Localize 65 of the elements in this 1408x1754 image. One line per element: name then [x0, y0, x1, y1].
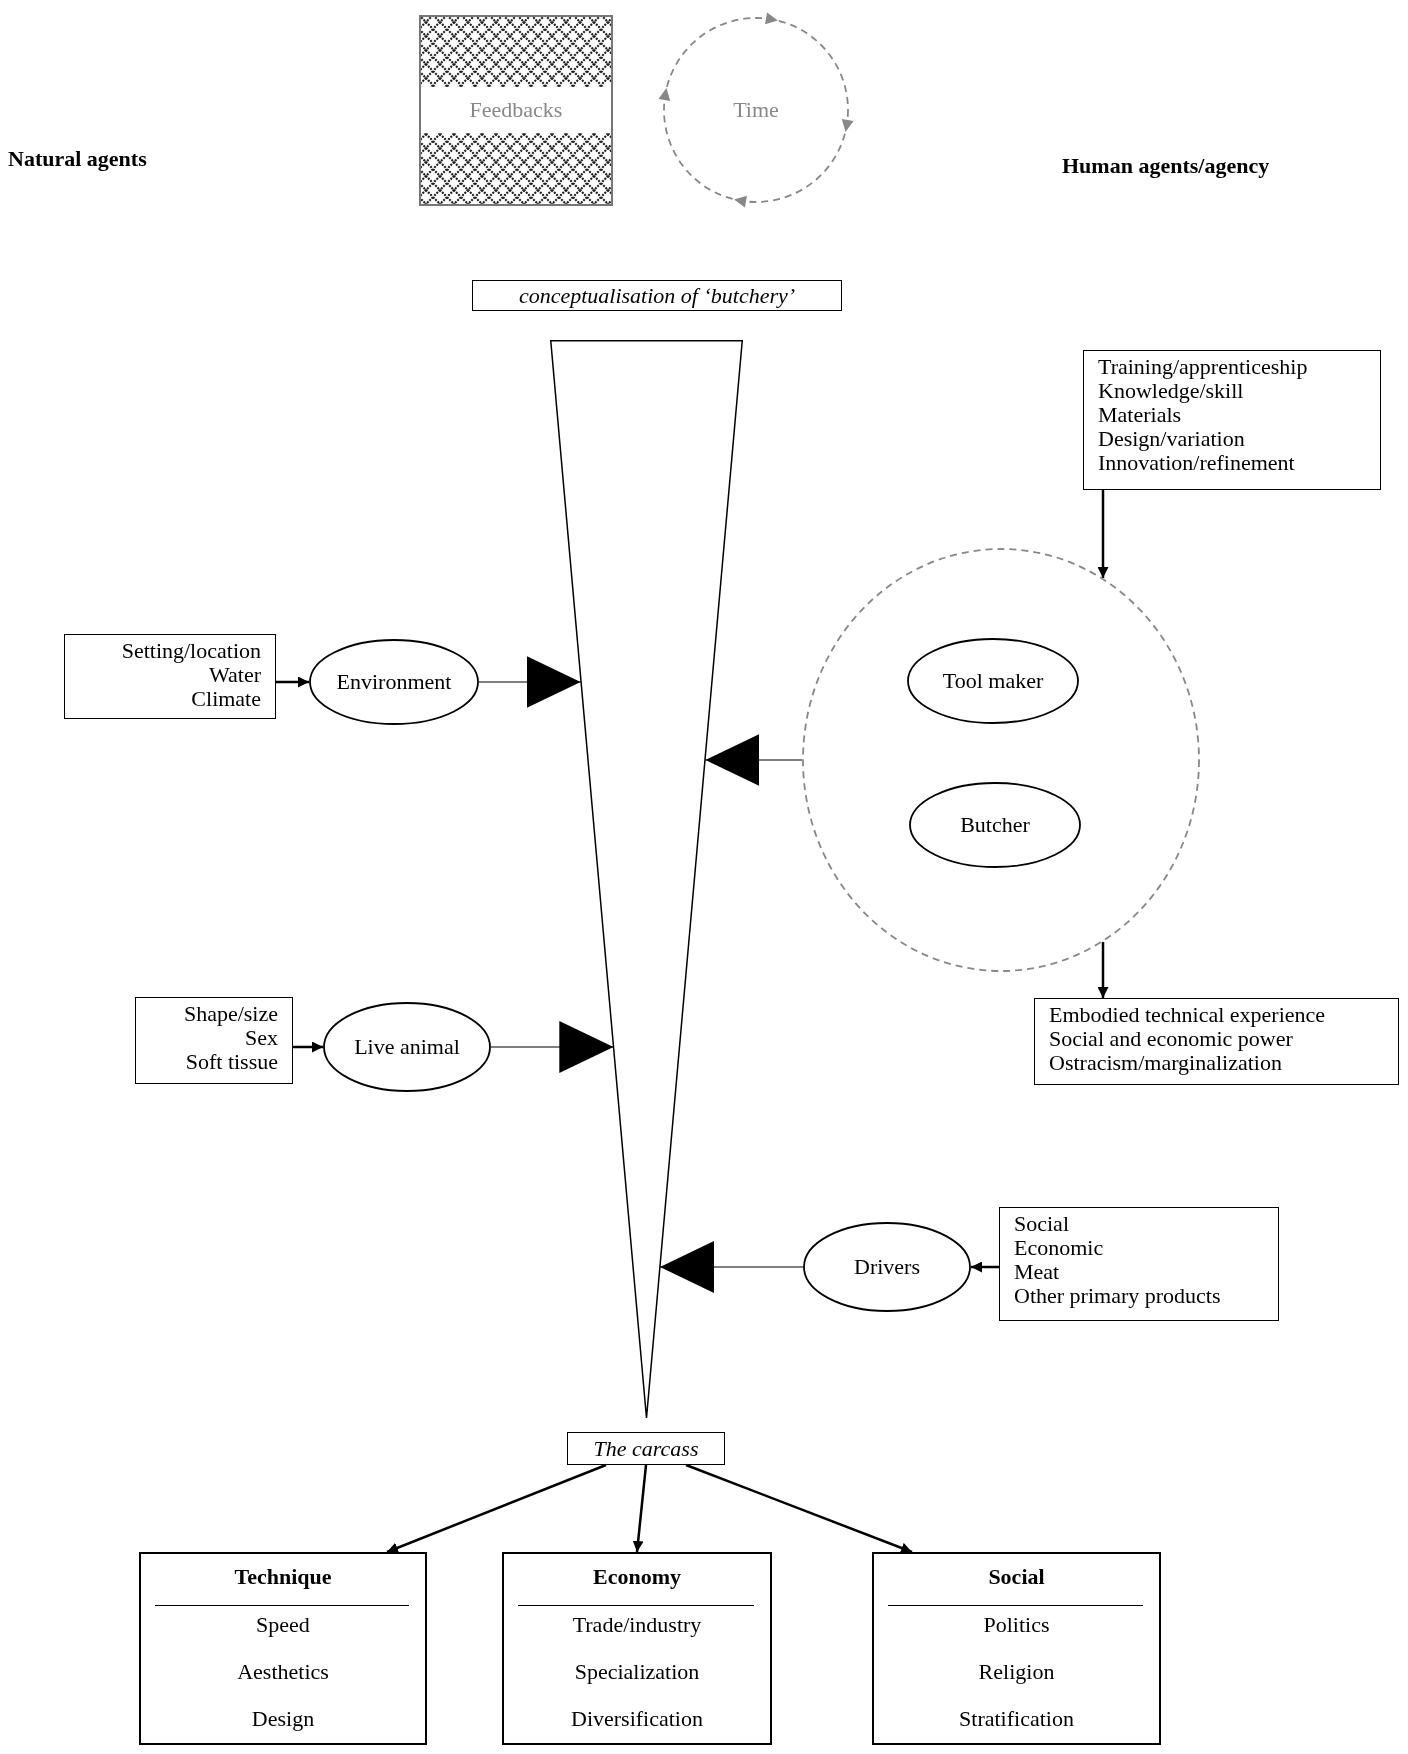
- list-item: Ostracism/marginalization: [1049, 1051, 1282, 1075]
- arrow: [632, 1464, 648, 1553]
- list-item: Economic: [1014, 1236, 1105, 1260]
- list-item: Specialization: [573, 1658, 701, 1686]
- arrow: [704, 734, 803, 786]
- list-item: Trade/industry: [571, 1611, 703, 1639]
- arrow: [659, 1241, 804, 1293]
- funnel-triangle: [550, 340, 743, 1418]
- ellipse-node: Butcher: [909, 782, 1081, 868]
- text-box: [135, 997, 293, 1084]
- ellipse-node: Drivers: [803, 1222, 971, 1312]
- arrow: [971, 1261, 999, 1273]
- list-item: Water: [209, 663, 261, 687]
- hatched-square: [419, 15, 613, 206]
- list-item: Social: [1014, 1212, 1070, 1236]
- ellipse-node: Environment: [309, 639, 479, 725]
- list-item: Social and economic power: [1049, 1027, 1293, 1051]
- list-item: Meat: [1014, 1260, 1061, 1284]
- text-box: [999, 1207, 1279, 1321]
- text-box: [1083, 350, 1381, 490]
- list-item: Speed: [255, 1611, 311, 1639]
- text-box: conceptualisation of ‘butchery’: [472, 280, 842, 311]
- list-item: Diversification: [570, 1705, 704, 1733]
- list-item: Other primary products: [1014, 1284, 1222, 1308]
- text-box: [1034, 998, 1399, 1085]
- node-label: Time: [732, 98, 780, 122]
- side-heading: Human agents/agency: [1062, 153, 1270, 179]
- box-heading: Technique: [233, 1563, 333, 1591]
- category-box: [502, 1552, 772, 1745]
- list-item: Sex: [245, 1026, 278, 1050]
- text-box: The carcass: [567, 1432, 725, 1465]
- arrow: [490, 1021, 614, 1073]
- box-heading: Social: [987, 1563, 1046, 1591]
- node-label: Feedbacks: [421, 87, 611, 133]
- ellipse-node: Live animal: [323, 1002, 491, 1092]
- box-heading: Economy: [592, 1563, 682, 1591]
- arrow: [386, 1463, 607, 1554]
- list-item: Politics: [982, 1611, 1051, 1639]
- dashed-ellipse: [802, 548, 1200, 972]
- list-item: Shape/size: [182, 1002, 278, 1026]
- list-item: Design: [250, 1705, 316, 1733]
- text-box: [64, 634, 276, 719]
- ellipse-node: Tool maker: [907, 638, 1079, 724]
- side-heading: Natural agents: [8, 146, 147, 172]
- list-item: Religion: [977, 1658, 1056, 1686]
- list-item: Embodied technical experience: [1049, 1003, 1327, 1027]
- dashed-circle: [661, 15, 851, 205]
- list-item: Training/apprenticeship: [1098, 355, 1309, 379]
- list-item: Setting/location: [120, 639, 261, 663]
- arrow: [293, 1041, 323, 1053]
- list-item: Innovation/refinement: [1098, 451, 1296, 475]
- arrow: [1097, 490, 1109, 578]
- arrow: [276, 676, 309, 688]
- list-item: Knowledge/skill: [1098, 379, 1244, 403]
- arrow: [685, 1463, 913, 1554]
- list-item: Soft tissue: [184, 1050, 278, 1074]
- list-item: Climate: [190, 687, 261, 711]
- category-box: [139, 1552, 427, 1745]
- arrow: [478, 656, 582, 708]
- arrow: [1097, 942, 1109, 998]
- category-box: [872, 1552, 1161, 1745]
- list-item: Materials: [1098, 403, 1182, 427]
- list-item: Aesthetics: [236, 1658, 330, 1686]
- list-item: Stratification: [958, 1705, 1075, 1733]
- list-item: Design/variation: [1098, 427, 1246, 451]
